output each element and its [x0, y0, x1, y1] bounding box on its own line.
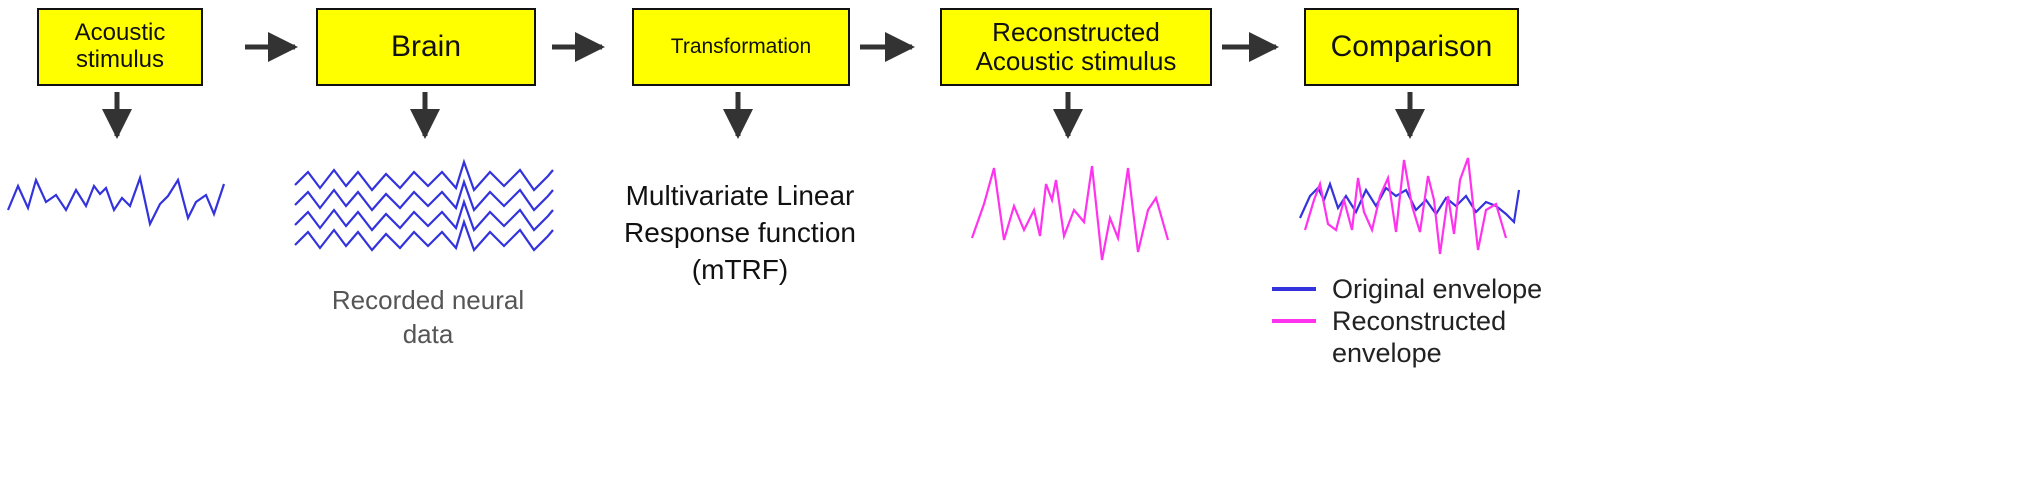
comparison-original-waveform [1298, 180, 1521, 225]
box-comparison-label: Comparison [1330, 30, 1493, 64]
box-acoustic-stimulus-label: Acoustic stimulus [74, 19, 166, 73]
box-reconstructed-label: Reconstructed Acoustic stimulus [975, 16, 1177, 76]
box-acoustic-stimulus: Acoustic stimulus [37, 8, 203, 86]
comparison-reconstructed-waveform [1303, 157, 1508, 255]
box-transformation: Transformation [632, 8, 850, 86]
reconstructed-waveform [970, 165, 1170, 261]
box-brain: Brain [316, 8, 536, 86]
stimulus-waveform [6, 174, 226, 228]
box-transformation-label: Transformation [670, 35, 812, 59]
neural-data-waveforms [294, 158, 554, 253]
box-comparison: Comparison [1304, 8, 1519, 86]
recorded-neural-data-label: Recorded neural data [331, 285, 525, 349]
box-reconstructed-acoustic-stimulus: Reconstructed Acoustic stimulus [940, 8, 1212, 86]
legend-original-label: Original envelope [1332, 274, 1543, 304]
mtrf-label: Multivariate Linear Response function (m… [624, 180, 856, 285]
box-brain-label: Brain [390, 30, 462, 64]
legend-reconstructed-label: Reconstructed envelope [1332, 306, 1507, 369]
